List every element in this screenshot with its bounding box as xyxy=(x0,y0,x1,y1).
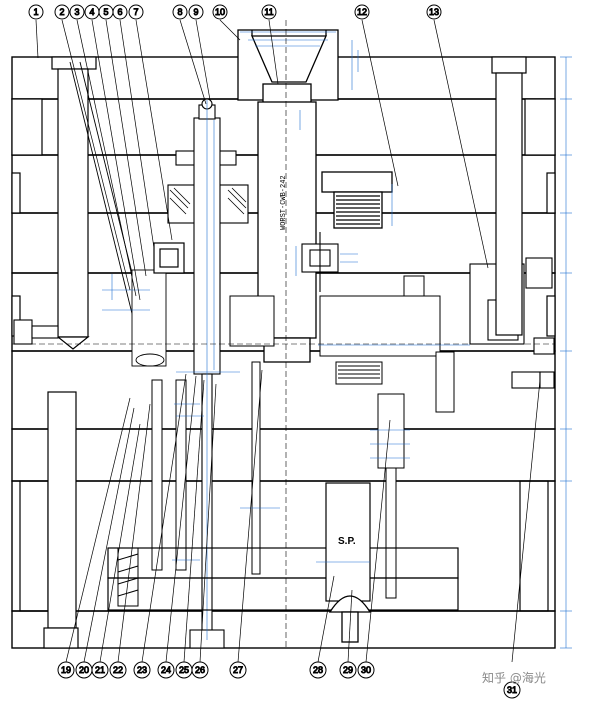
core-plate-details xyxy=(229,275,455,413)
callout-label: 21 xyxy=(95,665,105,675)
locating-ring-dimensions xyxy=(240,31,359,90)
callout-11: 11 xyxy=(261,4,277,20)
nozzle-centerline xyxy=(206,100,215,640)
callout-1: 1 xyxy=(28,4,44,20)
callout-label: 1 xyxy=(33,7,38,17)
callout-label: 12 xyxy=(357,7,367,17)
nozzle-heater-hatch xyxy=(169,187,247,215)
side-bolt-left xyxy=(13,319,59,345)
watermark: 知乎 @海光 xyxy=(482,670,546,685)
b-plate xyxy=(11,350,556,430)
callout-label: 13 xyxy=(429,7,439,17)
core-plate-hatch xyxy=(338,365,380,379)
callout-6: 6 xyxy=(112,4,128,20)
support-plate xyxy=(11,428,556,482)
locating-ring xyxy=(237,29,339,101)
core-insert-hatch xyxy=(336,195,380,225)
callout-label: 9 xyxy=(193,7,198,17)
callouts-bottom: 19 20 21 22 23 24 25 26 27 28 29 30 31 xyxy=(57,661,521,699)
callout-31: 31 xyxy=(503,681,521,699)
callout-label: 28 xyxy=(313,665,323,675)
callout-label: 23 xyxy=(137,665,147,675)
callout-label: 27 xyxy=(233,665,243,675)
callout-28: 28 xyxy=(309,661,327,679)
callout-label: 26 xyxy=(195,665,205,675)
callout-21: 21 xyxy=(91,661,109,679)
callout-24: 24 xyxy=(157,661,175,679)
callout-19: 19 xyxy=(57,661,75,679)
bottom-clamp-plate xyxy=(11,610,556,649)
callout-label: 29 xyxy=(343,665,353,675)
sprue-puller xyxy=(328,595,372,643)
dimension-chain-right xyxy=(560,56,572,649)
callout-22: 22 xyxy=(109,661,127,679)
callout-label: 30 xyxy=(361,665,371,675)
centerlines xyxy=(12,20,555,650)
callout-label: 19 xyxy=(61,665,71,675)
callout-10: 10 xyxy=(212,4,228,20)
core-insert xyxy=(321,171,393,229)
return-pin-left xyxy=(43,391,79,649)
callout-label: 10 xyxy=(215,7,225,17)
callout-20: 20 xyxy=(75,661,93,679)
callout-label: 11 xyxy=(264,7,273,17)
callout-label: 2 xyxy=(59,7,64,17)
callouts-top: 1 2 3 4 5 6 7 8 9 10 11 12 13 xyxy=(28,4,442,20)
callout-label: 4 xyxy=(89,7,94,17)
guide-pin-right xyxy=(491,56,527,336)
callout-29: 29 xyxy=(339,661,357,679)
callout-26: 26 xyxy=(191,661,209,679)
callout-9: 9 xyxy=(188,4,204,20)
callout-label: 8 xyxy=(177,7,182,17)
leader-lines xyxy=(35,19,541,663)
sprue-label: S.P. xyxy=(338,536,356,547)
slider-block xyxy=(153,242,185,274)
callout-label: 31 xyxy=(507,685,517,695)
callout-30: 30 xyxy=(357,661,375,679)
callout-23: 23 xyxy=(133,661,151,679)
callout-8: 8 xyxy=(172,4,188,20)
dimension-lines xyxy=(102,110,470,563)
callout-5: 5 xyxy=(98,4,114,20)
callout-label: 5 xyxy=(103,7,108,17)
callout-3: 3 xyxy=(69,4,85,20)
callout-25: 25 xyxy=(175,661,193,679)
callout-12: 12 xyxy=(354,4,370,20)
ejector-spring xyxy=(117,547,139,607)
callout-label: 6 xyxy=(117,7,122,17)
part-label: WORST-CWB-242 xyxy=(280,175,288,230)
ejector-pins xyxy=(151,361,405,599)
callout-2: 2 xyxy=(54,4,70,20)
ejector-housing xyxy=(11,480,556,612)
clamp-slots xyxy=(11,98,556,612)
callout-27: 27 xyxy=(229,661,247,679)
insert-small xyxy=(301,232,339,292)
callout-label: 24 xyxy=(161,665,171,675)
callout-label: 20 xyxy=(79,665,89,675)
callout-label: 7 xyxy=(133,7,138,17)
callout-7: 7 xyxy=(128,4,144,20)
side-bolts-right xyxy=(511,337,555,389)
callout-4: 4 xyxy=(84,4,100,20)
callout-13: 13 xyxy=(426,4,442,20)
callout-label: 3 xyxy=(74,7,79,17)
callout-label: 22 xyxy=(113,665,123,675)
callout-label: 25 xyxy=(179,665,189,675)
